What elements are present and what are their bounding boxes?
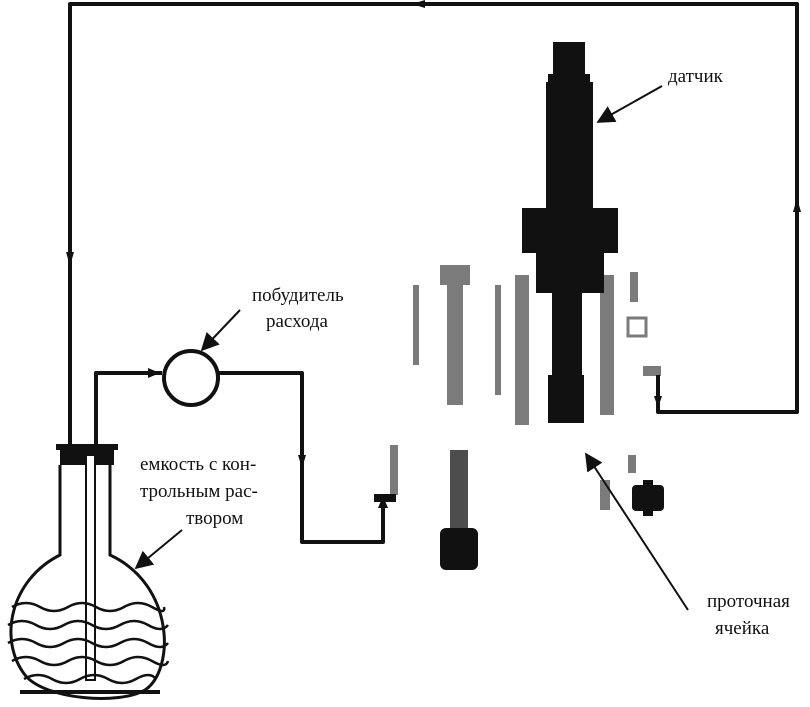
- pointers: [134, 85, 689, 611]
- sensor: [522, 42, 618, 423]
- sensor-cap: [553, 42, 585, 76]
- flow-arrow-cell-outlet: [654, 396, 662, 408]
- supply-tube-to-cell: [219, 371, 385, 544]
- flow-arrow-into-pump: [148, 368, 160, 378]
- sensor-lower: [536, 253, 604, 293]
- liquid: [7, 601, 170, 685]
- flow-arrow-left-down: [66, 252, 74, 266]
- flow-cell-bottom-plug: [440, 528, 478, 570]
- pump-pointer: [200, 309, 241, 352]
- sensor-label: датчик: [668, 66, 724, 87]
- flow-arrows: [66, 0, 801, 508]
- vessel-pointer: [134, 529, 183, 570]
- sensor-collar: [522, 208, 618, 253]
- flow-cell-left-cap: [440, 265, 470, 285]
- flow-pump: [162, 349, 220, 407]
- vessel-label-line2: трольным рас-: [140, 481, 258, 502]
- supply-tube-to-pump: [94, 371, 162, 452]
- sensor-cap-rim: [548, 74, 590, 82]
- cell-label-line2: ячейка: [715, 618, 770, 639]
- vessel-label-line3: твором: [186, 508, 243, 529]
- control-solution-vessel: [7, 444, 170, 700]
- cell-label-line1: проточная: [707, 591, 790, 612]
- flask-stopper-rim: [56, 444, 118, 450]
- flow-arrow-right-up: [793, 198, 801, 212]
- flow-arrow-top: [412, 0, 425, 8]
- labels: датчик побудитель расхода емкость с кон-…: [140, 66, 790, 639]
- vessel-label-line1: емкость с кон-: [140, 454, 256, 475]
- sensor-pointer: [596, 85, 663, 123]
- flask-base: [20, 690, 160, 694]
- flow-cell: [390, 265, 661, 510]
- dip-tube: [85, 454, 96, 681]
- pump-label-line2: расхода: [266, 311, 329, 332]
- cell-pointer: [585, 452, 689, 611]
- sensor-tip: [548, 375, 584, 423]
- flow-arrow-down-supply: [298, 455, 306, 468]
- sensor-body: [546, 82, 593, 212]
- sensor-stem: [552, 293, 582, 383]
- flow-cell-parts: [374, 450, 664, 570]
- pump-label-line1: побудитель: [252, 285, 344, 306]
